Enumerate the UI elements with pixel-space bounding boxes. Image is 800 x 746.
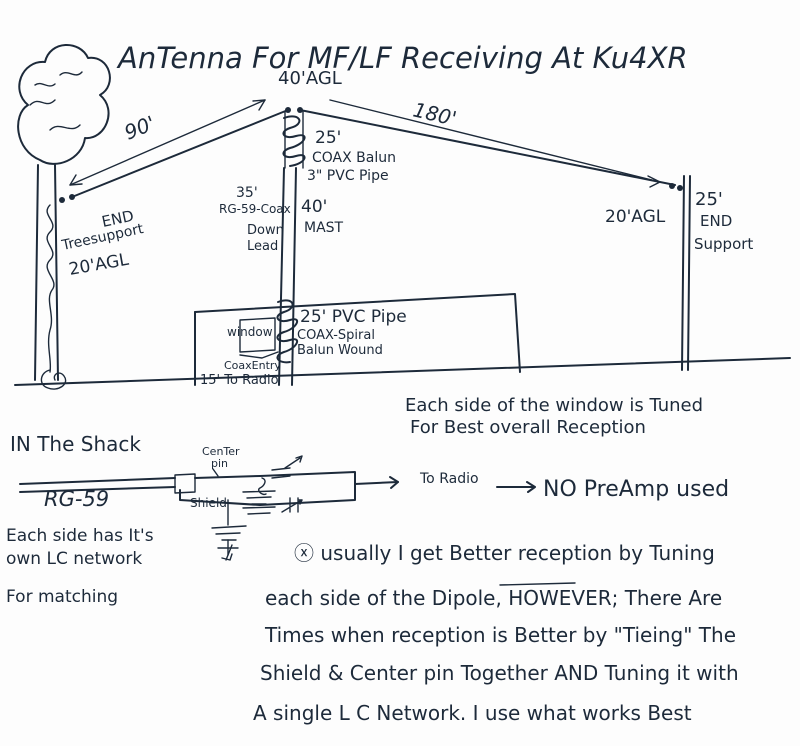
- shield-label: Shield: [190, 496, 227, 510]
- right-end-support-pole: [681, 175, 691, 371]
- window-label: window: [227, 325, 273, 339]
- coax-entry-label: CoaxEntry 15' To Radio: [200, 359, 281, 388]
- left-end-label: END Treesupport 20'AGL: [60, 207, 146, 280]
- svg-text:CenTer: CenTer: [202, 445, 240, 458]
- shack-heading: IN The Shack: [10, 432, 141, 456]
- coax-balun-coil: [282, 111, 306, 169]
- spiral-balun-coil: [276, 299, 299, 364]
- lc-network-note: Each side has It's own LC network For ma…: [6, 526, 154, 607]
- right-leg-length: 180': [411, 97, 459, 130]
- preamp-note: NO PreAmp used: [543, 477, 729, 502]
- apex-height-label: 40'AGL: [278, 68, 342, 89]
- lc-network-schematic: [19, 455, 356, 561]
- coax-connector: [174, 473, 196, 494]
- svg-text:COAX-Spiral: COAX-Spiral: [297, 328, 375, 343]
- svg-text:20'AGL: 20'AGL: [67, 250, 130, 280]
- svg-text:END: END: [700, 212, 732, 230]
- svg-text:Each side of the window is Tun: Each side of the window is Tuned: [405, 395, 703, 416]
- ground-line: [14, 357, 791, 386]
- tree-icon: [17, 44, 111, 390]
- svg-text:25': 25': [695, 189, 723, 210]
- right-end-height: 20'AGL: [605, 207, 666, 227]
- left-end-insulator: [46, 194, 75, 373]
- svg-text:Balun Wound: Balun Wound: [297, 343, 383, 358]
- bottom-note-line-3: Times when reception is Better by "Tiein…: [264, 623, 736, 647]
- svg-text:25': 25': [315, 128, 341, 148]
- bottom-note-line-5: A single L C Network. I use what works B…: [253, 701, 692, 725]
- left-dipole-wire: [71, 109, 289, 198]
- however-underline: [499, 582, 576, 586]
- svg-text:For Best overall Reception: For Best overall Reception: [410, 417, 646, 438]
- bottom-note-line-4: Shield & Center pin Together AND Tuning …: [260, 661, 739, 685]
- svg-text:Down: Down: [247, 223, 284, 238]
- bottom-tuning-note: ⓧ usually I get Better reception by Tuni…: [253, 541, 739, 725]
- svg-text:pin: pin: [211, 457, 228, 470]
- window-tuning-note: Each side of the window is Tuned For Bes…: [405, 395, 703, 438]
- diagram-title: AnTenna For MF/LF Receiving At Ku4XR: [116, 41, 688, 75]
- svg-text:3" PVC Pipe: 3" PVC Pipe: [307, 168, 389, 184]
- bottom-note-line-1: ⓧ usually I get Better reception by Tuni…: [294, 541, 715, 565]
- rg59-coax-line: [19, 477, 176, 485]
- svg-text:COAX Balun: COAX Balun: [312, 150, 396, 166]
- to-radio-label: To Radio: [419, 471, 479, 487]
- downlead-label: 35' RG-59-Coax Down Lead: [219, 185, 291, 254]
- to-radio-arrow: [354, 481, 399, 485]
- svg-text:For matching: For matching: [6, 587, 118, 607]
- house-outline: [194, 293, 521, 373]
- svg-text:15' To Radio: 15' To Radio: [200, 373, 279, 388]
- center-pin-wire: [194, 475, 261, 479]
- mast-label: 40' MAST: [301, 197, 344, 236]
- right-length-arrow: [329, 99, 661, 188]
- left-length-arrow: [69, 99, 266, 186]
- mast-left-line: [278, 167, 285, 386]
- center-pin-label: CenTer pin: [202, 445, 240, 470]
- mast-right-line: [291, 167, 297, 386]
- svg-text:own LC network: own LC network: [6, 549, 142, 569]
- right-end-label: 25' END Support: [694, 189, 753, 253]
- svg-text:RG-59-Coax: RG-59-Coax: [219, 202, 291, 216]
- tuning-loop: [179, 471, 356, 506]
- window-outline: [239, 317, 276, 353]
- spiral-balun-label: 25' PVC Pipe COAX-Spiral Balun Wound: [297, 307, 407, 358]
- svg-text:Support: Support: [694, 235, 753, 253]
- coax-balun-label: 25' COAX Balun 3" PVC Pipe: [307, 128, 396, 184]
- right-dipole-wire: [299, 109, 676, 186]
- svg-text:35': 35': [236, 185, 258, 201]
- svg-text:40': 40': [301, 197, 327, 217]
- left-leg-length: 90': [121, 111, 159, 145]
- bottom-note-line-2: each side of the Dipole, HOWEVER; There …: [265, 586, 722, 610]
- rg59-label: RG-59: [44, 487, 109, 511]
- svg-text:CoaxEntry: CoaxEntry: [224, 359, 281, 372]
- svg-text:Each side has It's: Each side has It's: [6, 526, 154, 546]
- svg-text:MAST: MAST: [304, 220, 344, 236]
- svg-text:Lead: Lead: [247, 239, 278, 254]
- svg-text:25' PVC Pipe: 25' PVC Pipe: [300, 307, 407, 327]
- preamp-arrow: [496, 481, 536, 493]
